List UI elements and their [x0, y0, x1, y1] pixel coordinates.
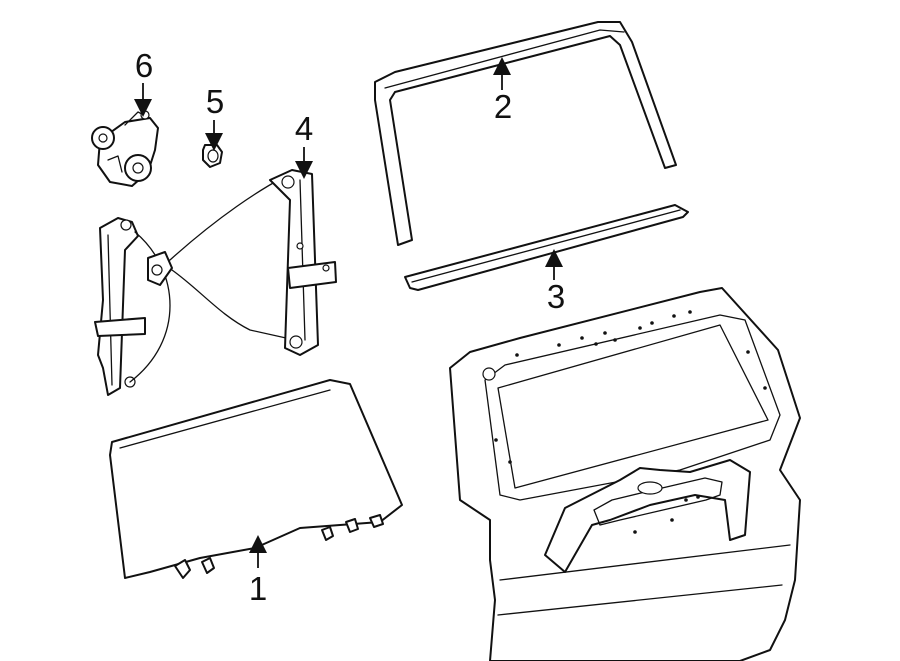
glass-run-channel — [374, 21, 677, 246]
grommet — [202, 144, 223, 168]
callout-4: 4 — [295, 110, 313, 179]
callout-5-label: 5 — [206, 83, 224, 120]
callout-3: 3 — [545, 249, 565, 315]
callout-6: 6 — [134, 47, 153, 117]
callout-1-label: 1 — [249, 570, 267, 607]
liftgate — [449, 287, 801, 661]
callout-5: 5 — [205, 83, 224, 151]
callout-6-label: 6 — [135, 47, 153, 84]
door-glass — [109, 379, 403, 579]
callout-4-label: 4 — [295, 110, 313, 147]
callout-2-label: 2 — [494, 88, 512, 125]
callout-2: 2 — [493, 57, 512, 125]
callout-3-label: 3 — [547, 278, 565, 315]
belt-weatherstrip — [404, 204, 689, 291]
regulator-motor — [91, 110, 159, 187]
window-regulator — [94, 169, 337, 396]
callout-1: 1 — [249, 535, 267, 607]
